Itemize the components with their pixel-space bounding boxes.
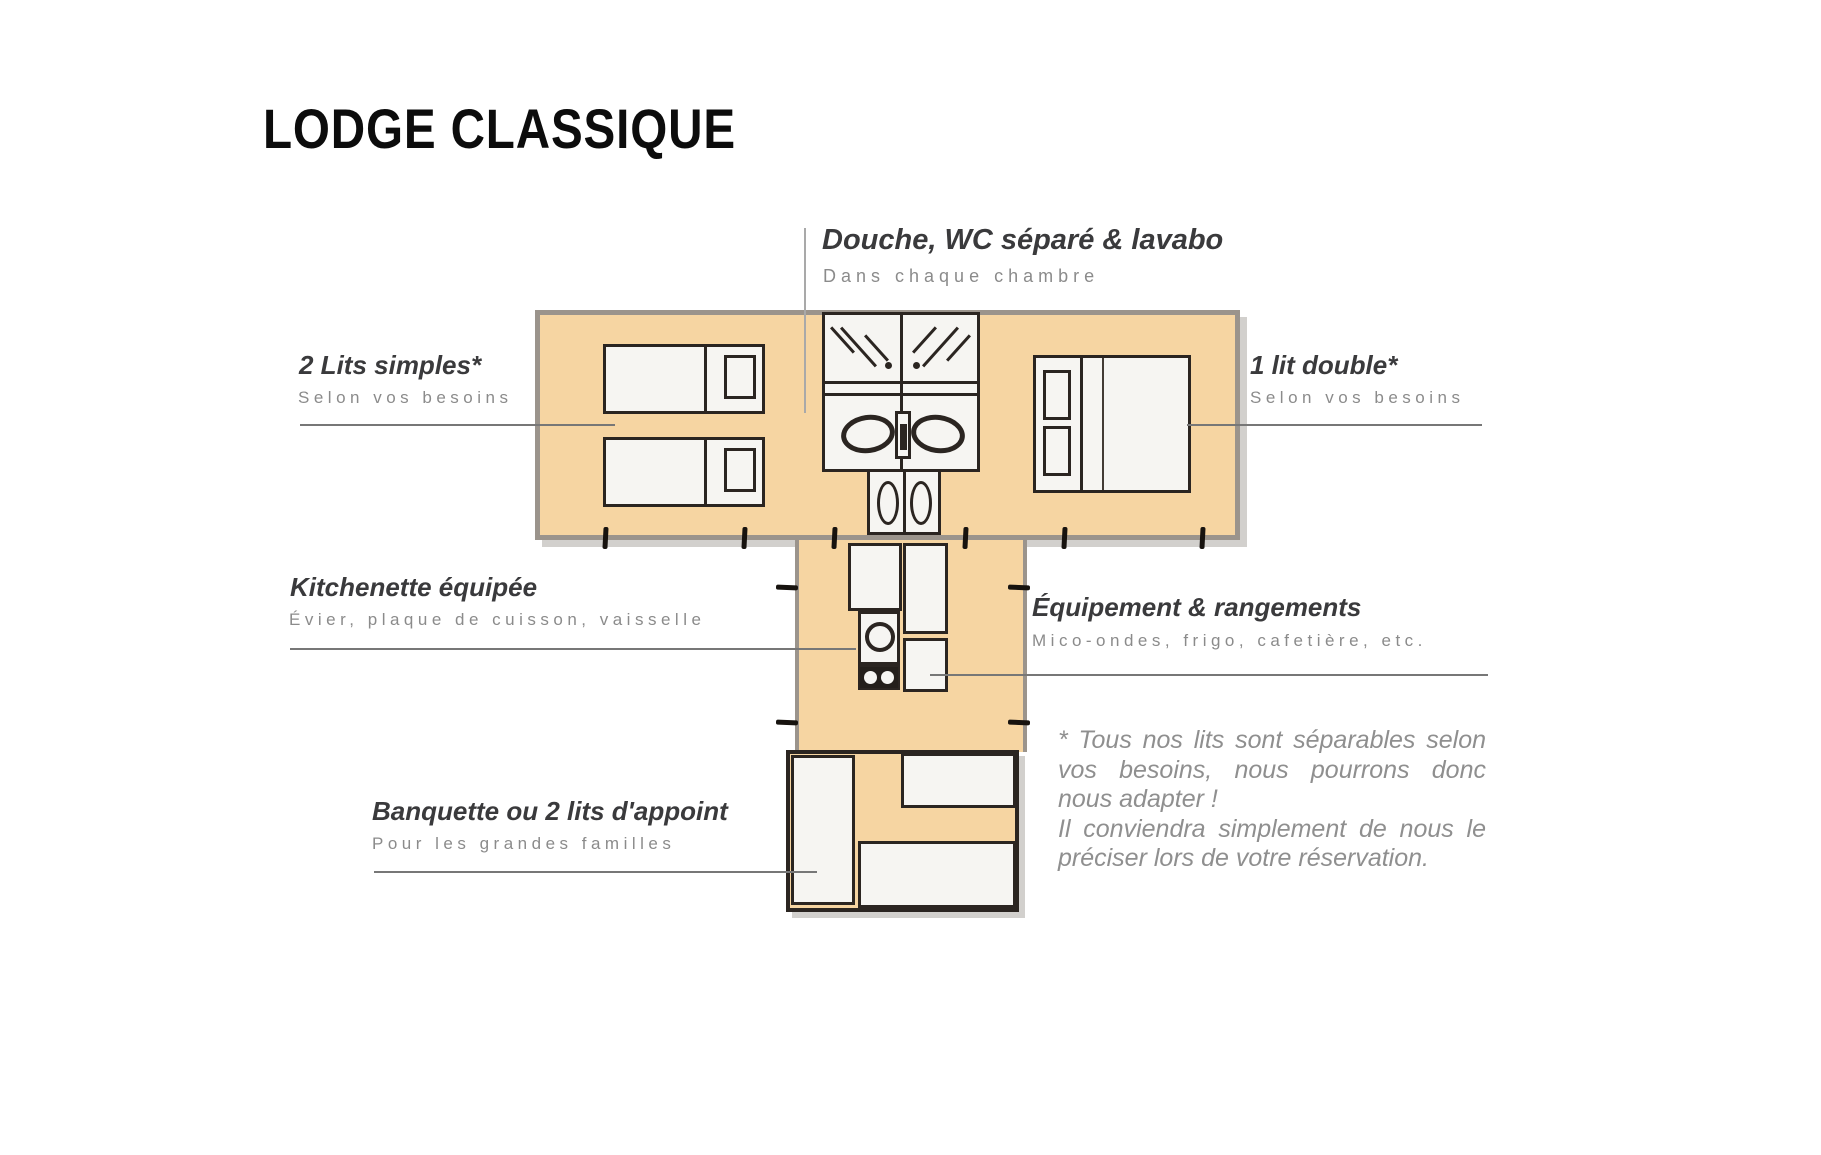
label-banquette-sub: Pour les grandes familles <box>372 834 676 853</box>
pillow <box>1043 426 1071 476</box>
wall-opening-tick <box>602 526 609 550</box>
leader-line-lit-double <box>1187 424 1482 426</box>
leader-line-equipement <box>930 674 1488 676</box>
wall-opening-tick <box>741 526 748 550</box>
door-knob-icon <box>885 362 892 369</box>
faucet-icon <box>900 424 907 450</box>
footnote-line-2: Il conviendra simplement de nous le préc… <box>1058 814 1486 873</box>
fridge-block <box>848 543 902 611</box>
sink-right-icon <box>908 411 968 457</box>
label-douche-heading: Douche, WC séparé & lavabo <box>822 224 1224 256</box>
shower-door-icon <box>912 326 937 354</box>
burner-icon <box>864 671 877 684</box>
leader-line-banquette <box>374 871 817 873</box>
label-equipement-heading: Équipement & rangements <box>1032 592 1362 622</box>
bed-fold-line <box>704 440 707 504</box>
leader-line-douche <box>804 228 806 413</box>
label-banquette-heading: Banquette ou 2 lits d'appoint <box>372 796 728 826</box>
label-lits-simples-heading: 2 Lits simples* <box>299 350 482 380</box>
banquette-top <box>901 753 1016 808</box>
label-lits-simples-sub: Selon vos besoins <box>298 388 513 407</box>
banquette-bottom <box>858 841 1016 908</box>
wall-opening-tick <box>1061 526 1068 550</box>
kitchen-sink-block <box>858 611 900 665</box>
wall-opening-tick <box>1199 526 1206 550</box>
leader-line-lits-simples <box>300 424 615 426</box>
pillow <box>1043 370 1071 420</box>
wc-divider <box>903 472 906 532</box>
leader-line-kitchenette <box>290 648 856 650</box>
storage-square-block <box>903 638 948 692</box>
twin-bed-2 <box>603 437 765 507</box>
label-lit-double-sub: Selon vos besoins <box>1250 388 1465 407</box>
label-kitchenette-sub: Évier, plaque de cuisson, vaisselle <box>289 610 706 629</box>
bathroom-block <box>822 312 980 472</box>
bathroom-divider <box>900 315 903 469</box>
bed-fold-line <box>704 347 707 411</box>
toilet-right-icon <box>910 481 932 525</box>
twin-bed-1 <box>603 344 765 414</box>
footnote: * Tous nos lits sont séparables selon vo… <box>1058 726 1486 874</box>
page-title: LODGE CLASSIQUE <box>263 97 736 160</box>
shower-shelf-line <box>825 381 977 384</box>
label-douche-sub: Dans chaque chambre <box>823 266 1100 286</box>
toilet-left-icon <box>877 481 899 525</box>
shower-shelf-line <box>825 393 977 396</box>
shower-door-icon <box>839 326 878 368</box>
banquette-left <box>791 755 855 905</box>
storage-tall-block <box>903 543 948 634</box>
door-knob-icon <box>913 362 920 369</box>
burner-icon <box>881 671 894 684</box>
label-lit-double-heading: 1 lit double* <box>1250 350 1398 380</box>
double-bed <box>1033 355 1191 493</box>
cooktop-block <box>858 665 900 690</box>
faucet-column <box>895 411 911 459</box>
kitchen-sink-icon <box>865 622 895 652</box>
wall-opening-tick <box>775 719 799 726</box>
footnote-line-1: * Tous nos lits sont séparables selon vo… <box>1058 726 1486 813</box>
sink-left-icon <box>838 411 898 457</box>
wall-opening-tick <box>1007 719 1031 726</box>
label-kitchenette-heading: Kitchenette équipée <box>290 572 538 602</box>
wall-opening-tick <box>1007 584 1031 591</box>
label-equipement-sub: Mico-ondes, frigo, cafetière, etc. <box>1032 631 1427 650</box>
wall-opening-tick <box>775 584 799 591</box>
pillow <box>724 355 756 399</box>
wc-stalls <box>867 472 941 535</box>
pillow <box>724 448 756 492</box>
bed-fold-line <box>1102 358 1104 490</box>
headboard-line <box>1080 358 1083 490</box>
